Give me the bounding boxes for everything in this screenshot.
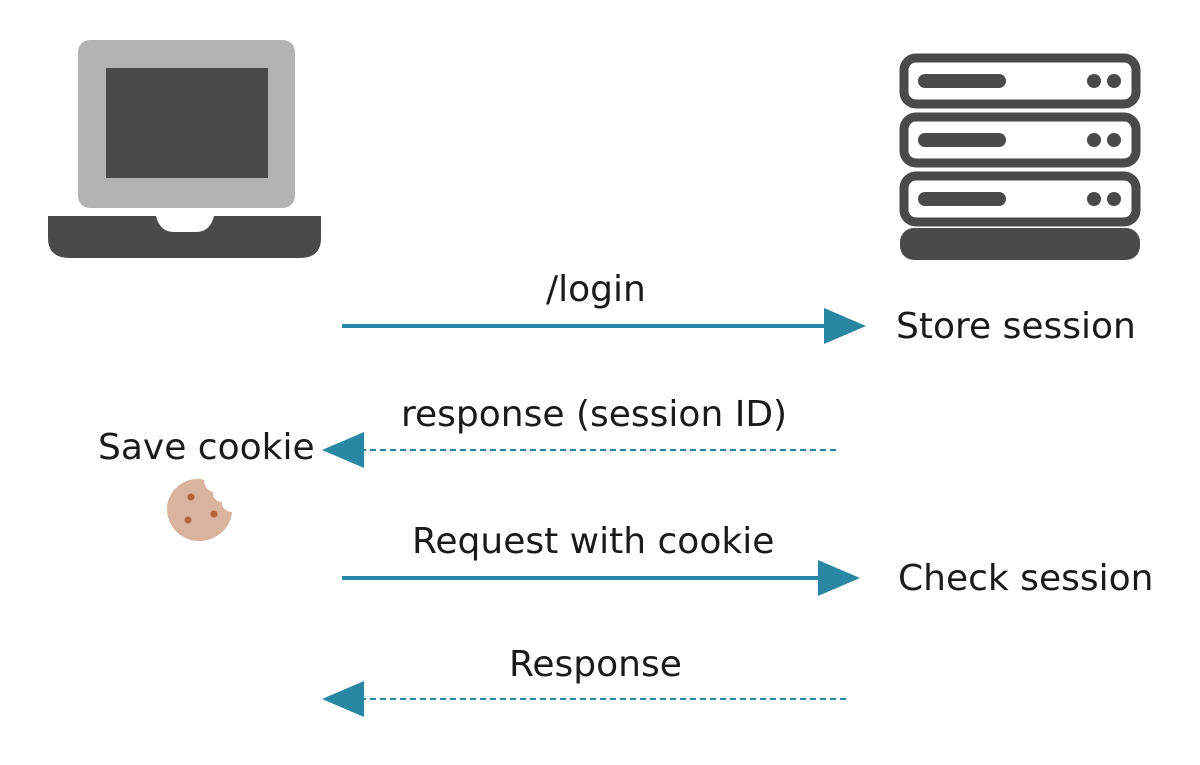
message-login-label: /login: [546, 269, 646, 310]
message-request-cookie-label: Request with cookie: [412, 521, 775, 562]
arrow-login: [340, 306, 870, 346]
arrow-response-session: [320, 430, 840, 470]
arrow-request-cookie: [340, 558, 865, 598]
message-response-session-label: response (session ID): [401, 394, 788, 435]
arrow-response: [320, 679, 848, 719]
note-check-session: Check session: [898, 558, 1154, 599]
message-response-label: Response: [509, 644, 682, 685]
note-save-cookie: Save cookie: [98, 427, 315, 468]
cookie-icon: [164, 476, 236, 544]
laptop-icon: [48, 40, 323, 260]
note-store-session: Store session: [896, 306, 1136, 347]
server-rack-icon: [896, 52, 1144, 262]
